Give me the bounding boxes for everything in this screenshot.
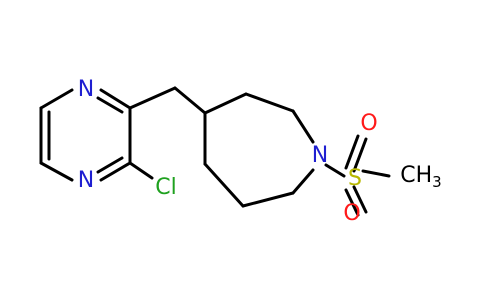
bond-azepane-2 [244, 92, 295, 113]
atom-cl: Cl [155, 175, 176, 200]
bond-n-s [324, 163, 346, 178]
atom-ch3-main: CH [400, 163, 432, 188]
bond-azepane-4 [291, 168, 315, 195]
bond-s-ch3 [361, 169, 391, 178]
bond-pyrazine-2 [39, 88, 74, 110]
atom-o-bottom: O [343, 201, 360, 226]
atom-ch3: CH3 [400, 163, 441, 191]
bond-linker-1 [128, 86, 177, 110]
atom-n-azepane: N [312, 143, 328, 168]
bond-azepane-6 [203, 162, 245, 208]
bond-pyrazine-6 [39, 161, 74, 182]
atom-ch3-subscript: 3 [432, 173, 442, 191]
bond-pyrazine-5 [99, 161, 132, 182]
bond-pyrazine-3 [99, 88, 132, 110]
bond-azepane-1 [203, 92, 248, 115]
bond-s-o-top-1 [344, 134, 360, 170]
bond-pyrazine-3-inner [96, 96, 124, 114]
bond-linker-2 [173, 86, 207, 115]
bond-azepane-5 [241, 191, 295, 208]
bond-pyrazine-5-inner [96, 156, 124, 174]
bond-s-o-bottom-2 [352, 185, 368, 214]
atom-s: S [348, 166, 362, 191]
atom-o-top: O [360, 111, 377, 136]
bond-s-o-bottom-1 [344, 188, 360, 217]
bond-azepane-3 [291, 109, 315, 144]
bond-s-o-top-2 [352, 137, 368, 173]
atom-n-pyrazine-bottom: N [78, 168, 94, 193]
bond-ccl [128, 161, 154, 180]
atom-n-pyrazine-top: N [78, 77, 94, 102]
